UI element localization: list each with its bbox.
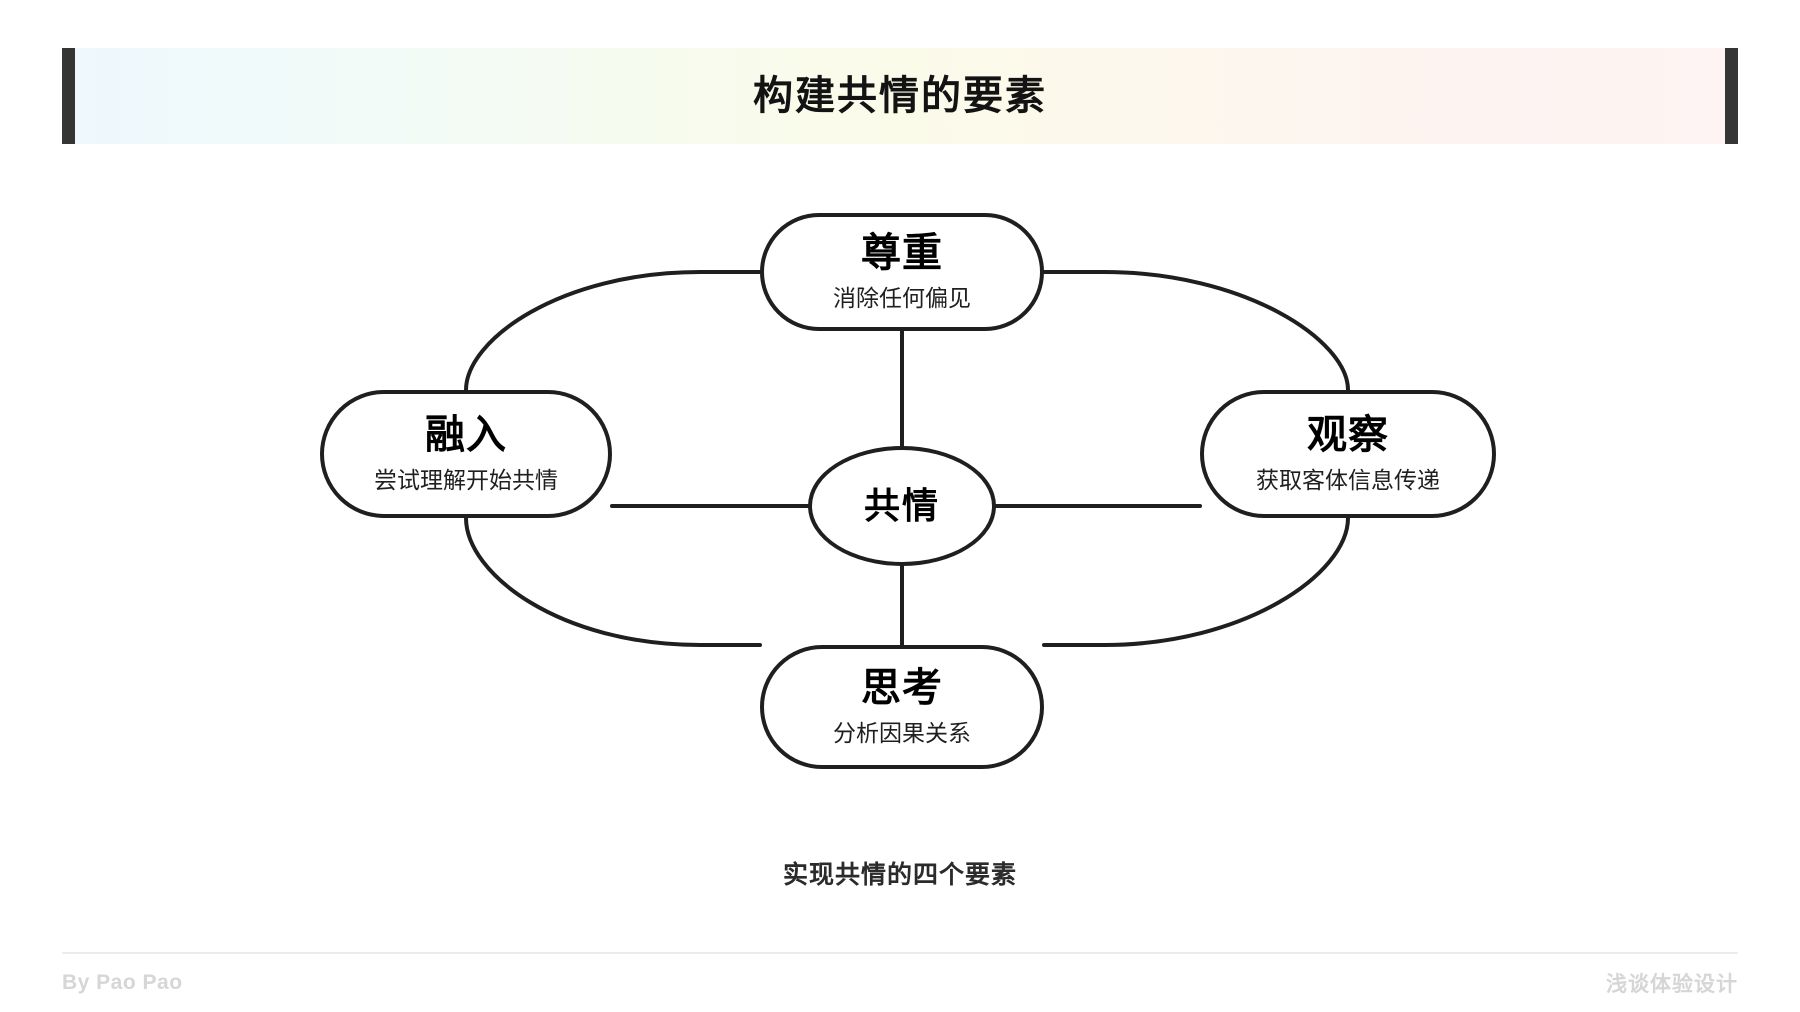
- node-integrate-title: 融入: [425, 413, 507, 458]
- node-think[interactable]: 思考 分析因果关系: [760, 645, 1044, 769]
- header-right-accent-bar: [1725, 48, 1738, 144]
- node-observe-title: 观察: [1307, 413, 1389, 458]
- header-banner: 构建共情的要素: [0, 48, 1800, 144]
- node-observe[interactable]: 观察 获取客体信息传递: [1200, 390, 1496, 518]
- footer-brand: 浅谈体验设计: [1606, 973, 1738, 996]
- node-empathy-center-title: 共情: [863, 484, 940, 526]
- header-left-accent-bar: [62, 48, 75, 144]
- connector-arc-bottom-left: [464, 516, 762, 647]
- connector-arc-bottom-right: [1042, 516, 1350, 647]
- node-integrate[interactable]: 融入 尝试理解开始共情: [320, 390, 612, 518]
- connector-arc-top-left: [464, 270, 762, 392]
- connector-lines: [464, 270, 1350, 647]
- node-respect[interactable]: 尊重 消除任何偏见: [760, 213, 1044, 331]
- node-empathy-center[interactable]: 共情: [808, 446, 996, 566]
- header-gradient-band: 构建共情的要素: [75, 48, 1725, 144]
- footer-author: By Pao Pao: [62, 971, 183, 994]
- node-think-subtitle: 分析因果关系: [833, 720, 971, 747]
- footer: By Pao Pao 浅谈体验设计: [62, 963, 1738, 1003]
- empathy-diagram: 尊重 消除任何偏见 观察 获取客体信息传递 思考 分析因果关系 融入 尝试理解开…: [0, 150, 1800, 830]
- node-respect-title: 尊重: [861, 231, 943, 276]
- node-integrate-subtitle: 尝试理解开始共情: [374, 467, 558, 494]
- node-think-title: 思考: [861, 666, 943, 711]
- footer-divider: [62, 952, 1738, 954]
- diagram-caption: 实现共情的四个要素: [782, 861, 1017, 889]
- page-title: 构建共情的要素: [753, 74, 1047, 118]
- node-respect-subtitle: 消除任何偏见: [833, 285, 971, 312]
- connector-arc-top-right: [1042, 270, 1350, 392]
- node-observe-subtitle: 获取客体信息传递: [1256, 467, 1440, 494]
